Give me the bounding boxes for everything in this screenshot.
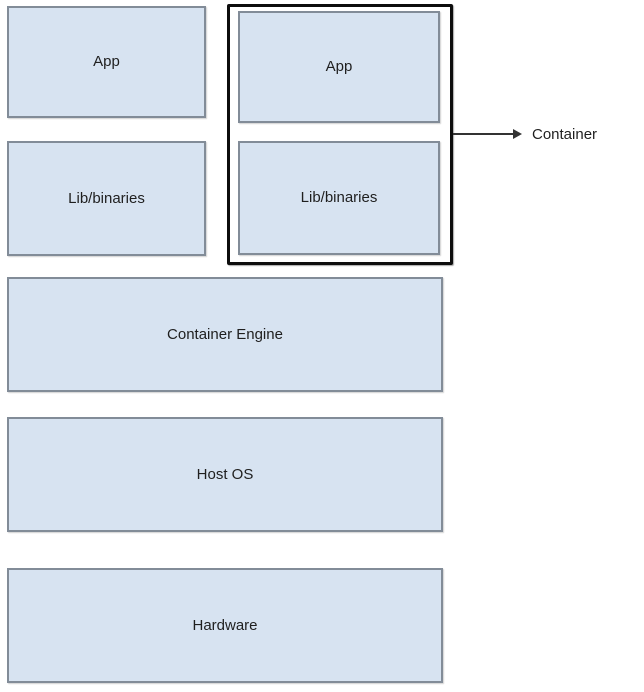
container-lib-binaries-box: Lib/binaries bbox=[238, 141, 440, 255]
hardware-layer: Hardware bbox=[7, 568, 443, 683]
container-lib-binaries-label: Lib/binaries bbox=[300, 189, 378, 206]
host-os-label: Host OS bbox=[196, 465, 254, 483]
host-lib-binaries-label: Lib/binaries bbox=[68, 189, 145, 207]
host-app-box: App bbox=[7, 6, 206, 118]
container-engine-label: Container Engine bbox=[167, 325, 283, 343]
container-callout-label: Container bbox=[532, 126, 598, 143]
host-os-layer: Host OS bbox=[7, 417, 443, 532]
hardware-label: Hardware bbox=[192, 616, 258, 634]
container-app-label: App bbox=[325, 58, 353, 75]
container-app-box: App bbox=[238, 11, 440, 123]
container-group-outline: App Lib/binaries bbox=[227, 4, 453, 265]
container-callout-arrow-line bbox=[453, 133, 515, 135]
host-lib-binaries-box: Lib/binaries bbox=[7, 141, 206, 256]
container-engine-layer: Container Engine bbox=[7, 277, 443, 392]
container-callout-arrowhead-icon bbox=[513, 129, 522, 139]
host-app-label: App bbox=[93, 53, 120, 70]
